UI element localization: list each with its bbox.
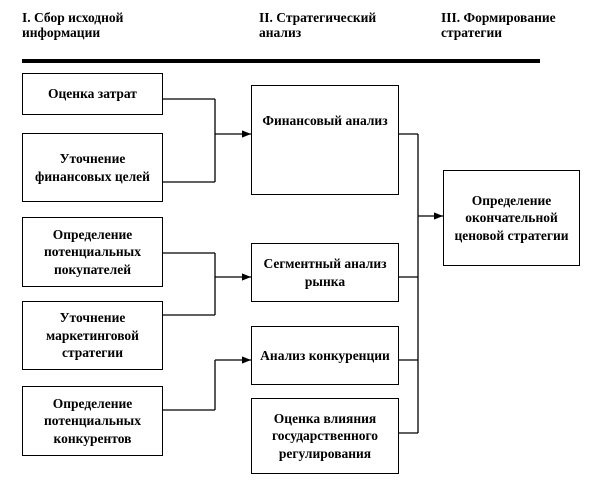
box-financial-analysis: Финансовый анализ [251, 85, 399, 195]
box-final-pricing-strategy: Определение окончательной ценовой страте… [443, 170, 580, 266]
box-potential-buyers-label: Определение потенциальных покупателей [44, 226, 141, 277]
phase-1-title: I. Сбор исходной информации [22, 10, 124, 40]
box-financial-analysis-label: Финансовый анализ [262, 113, 388, 128]
box-potential-buyers: Определение потенциальных покупателей [22, 217, 163, 287]
box-financial-goals: Уточнение финансовых целей [22, 133, 163, 202]
box-competition-analysis-label: Анализ конкуренции [260, 347, 390, 363]
box-cost-estimate-label: Оценка затрат [48, 86, 137, 102]
box-financial-goals-label: Уточнение финансовых целей [35, 151, 150, 184]
box-competition-analysis: Анализ конкуренции [251, 326, 399, 385]
box-regulation-impact: Оценка влияния государственного регулиро… [251, 398, 399, 474]
box-marketing-strategy-label: Уточнение маркетинговой стратегии [46, 310, 139, 361]
box-segment-analysis-label: Сегментный анализ рынка [263, 256, 387, 289]
box-final-pricing-strategy-label: Определение окончательной ценовой страте… [454, 192, 569, 243]
box-cost-estimate: Оценка затрат [22, 73, 163, 115]
box-potential-competitors: Определение потенциальных конкурентов [22, 386, 163, 456]
phase-2-title: II. Стратегический анализ [259, 10, 377, 40]
box-segment-analysis: Сегментный анализ рынка [251, 243, 399, 302]
phase-3-title: III. Формирование стратегии [441, 10, 556, 40]
box-potential-competitors-label: Определение потенциальных конкурентов [44, 395, 141, 446]
box-regulation-impact-label: Оценка влияния государственного регулиро… [271, 410, 379, 461]
header-divider [22, 59, 540, 63]
box-marketing-strategy: Уточнение маркетинговой стратегии [22, 301, 163, 370]
